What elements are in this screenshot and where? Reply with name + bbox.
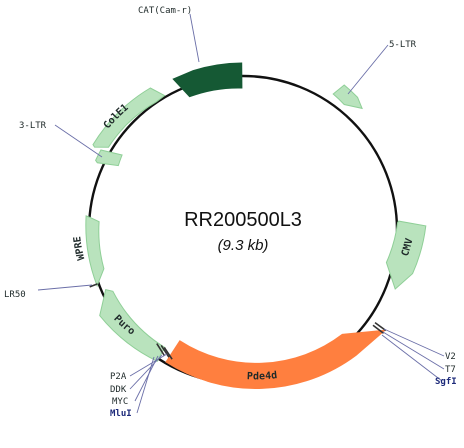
feature-label-wpre: WPRE	[72, 236, 87, 262]
feature-label-cmv: CMV	[400, 237, 416, 257]
leader-lines	[37, 13, 445, 414]
feature-label-pde4d: Pde4d	[247, 370, 278, 382]
feature-3-ltr[interactable]	[95, 149, 123, 167]
feature-wpre[interactable]	[85, 215, 105, 288]
plasmid-name: RR200500L3	[184, 209, 302, 231]
feature-cmv[interactable]	[385, 220, 427, 290]
site-label-sgfi: SgfI	[435, 377, 457, 387]
site-label-ddk: DDK	[110, 385, 127, 395]
plasmid-size: (9.3 kb)	[218, 237, 269, 254]
feature-puro[interactable]	[99, 288, 166, 362]
site-label-lr50: LR50	[4, 290, 26, 300]
feature-cole1[interactable]	[92, 87, 166, 148]
site-label-mlui: MluI	[110, 409, 132, 419]
callout-cat-cam-r: CAT(Cam-r)	[138, 6, 192, 16]
site-ticks	[89, 283, 387, 360]
feature-5-ltr[interactable]	[332, 84, 363, 110]
site-label-t7: T7	[445, 365, 456, 375]
callout-3-ltr: 3-LTR	[19, 121, 47, 131]
site-label-v2: V2	[445, 352, 456, 362]
site-label-p2a: P2A	[110, 372, 127, 382]
callout-5-ltr: 5-LTR	[389, 40, 417, 50]
site-label-myc: MYC	[112, 397, 128, 407]
feature-cat-cam-r[interactable]	[172, 62, 243, 98]
